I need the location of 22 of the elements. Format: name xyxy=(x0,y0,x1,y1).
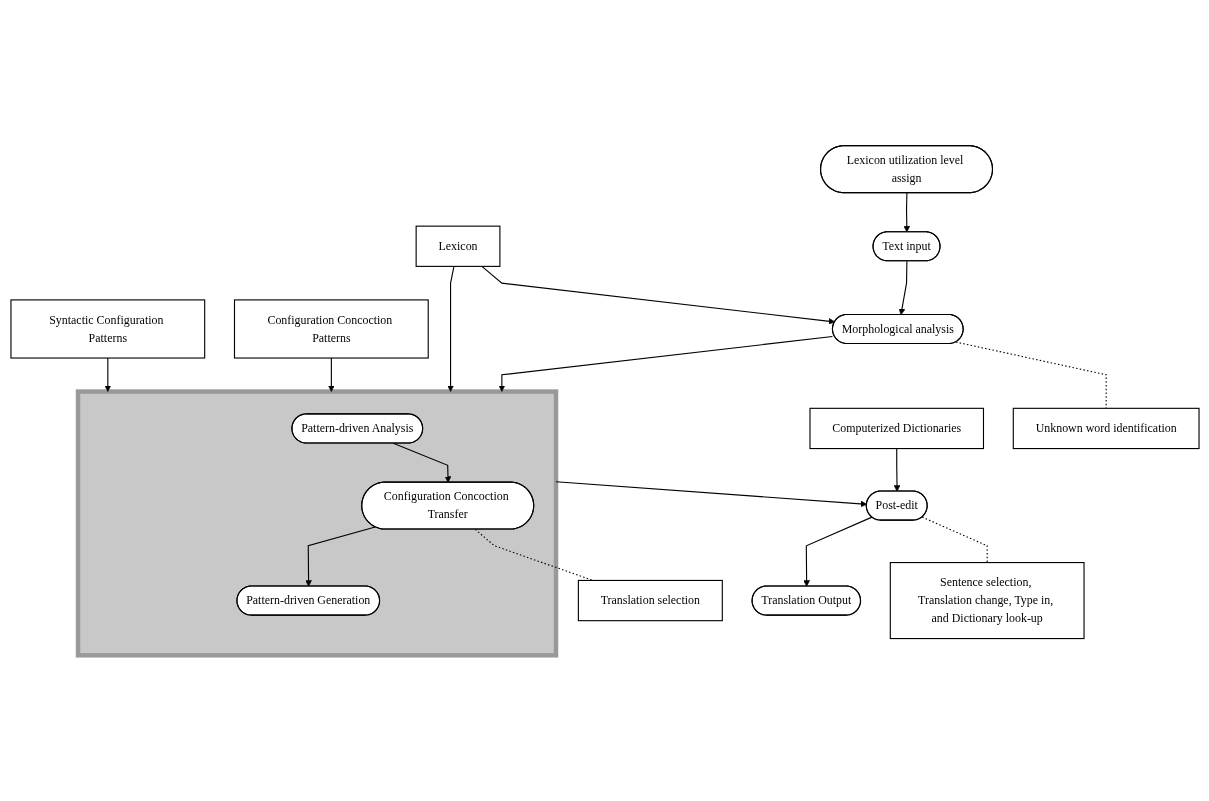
cluster xyxy=(75,389,558,658)
arrow xyxy=(893,448,900,492)
node-box: Translation selection xyxy=(577,579,723,622)
connector xyxy=(921,516,988,564)
arrow xyxy=(498,335,833,392)
arrow xyxy=(554,481,867,508)
arrow xyxy=(446,265,454,392)
node-box: Syntactic Configuration Patterns xyxy=(9,299,205,359)
node-box: Computerized Dictionaries xyxy=(808,407,984,450)
connector xyxy=(954,341,1107,409)
arrow xyxy=(392,442,451,483)
arrow xyxy=(480,265,835,325)
arrow xyxy=(903,192,910,233)
arrow xyxy=(304,526,376,587)
node-box: Configuration Concoction Patterns xyxy=(233,299,429,359)
arrow xyxy=(898,260,907,316)
node-box: Unknown word identification xyxy=(1012,407,1200,450)
arrow xyxy=(104,357,111,392)
node-box: Sentence selection, Translation change, Type in, and Dictionary look-up xyxy=(889,562,1085,640)
arrow xyxy=(327,357,335,392)
node-box: Lexicon xyxy=(415,225,500,267)
arrow xyxy=(802,516,872,587)
